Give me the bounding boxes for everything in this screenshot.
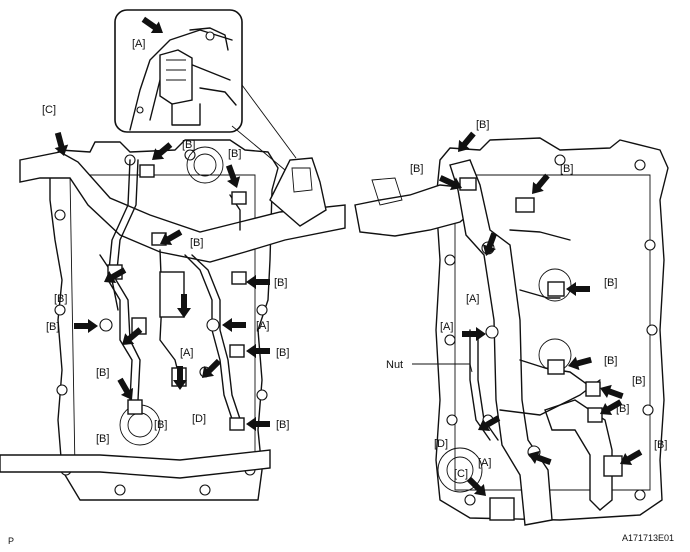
left-label-b10: [B] [96, 433, 109, 445]
right-label-b7: [B] [616, 403, 629, 415]
left-label-b6: [B] [46, 321, 59, 333]
left-label-b5: [B] [274, 277, 287, 289]
left-harness-main [19, 151, 346, 263]
left-label-b9: [B] [154, 419, 167, 431]
left-engine-view: [C] [B] [B] [B] [B] [B] [B] [A] [A] [B] … [0, 104, 346, 501]
right-label-nut: Nut [386, 359, 403, 371]
inset-label-a: [A] [132, 38, 145, 50]
inset-detail: [A] [114, 9, 297, 171]
right-label-c: [C] [454, 468, 468, 480]
left-label-b4: [B] [54, 293, 67, 305]
left-label-b7: [B] [96, 367, 109, 379]
right-label-b3: [B] [560, 163, 573, 175]
left-label-b11: [B] [276, 419, 289, 431]
left-lower-pipe [0, 449, 271, 479]
left-label-b8: [B] [276, 347, 289, 359]
left-label-b1: [B] [182, 139, 195, 151]
right-label-b2: [B] [410, 163, 423, 175]
left-label-a1: [A] [256, 320, 269, 332]
right-label-b6: [B] [632, 375, 645, 387]
page-letter: P [8, 536, 14, 546]
right-label-a2: [A] [440, 321, 453, 333]
right-engine-view: [B] [B] [B] [A] [B] [A] Nut [B] [B] [B] … [354, 119, 669, 526]
figure-id: A171713E01 [622, 533, 674, 543]
right-label-d: [D] [434, 438, 448, 450]
left-label-a2: [A] [180, 347, 193, 359]
right-label-a1: [A] [466, 293, 479, 305]
right-head-outline [435, 137, 669, 521]
left-label-d: [D] [192, 413, 206, 425]
left-head-outline [49, 139, 279, 501]
left-label-b3: [B] [190, 237, 203, 249]
right-label-a3: [A] [478, 457, 491, 469]
inset-connector [159, 49, 193, 105]
right-label-b8: [B] [654, 439, 667, 451]
left-label-b2: [B] [228, 148, 241, 160]
left-connector [139, 164, 155, 178]
right-harness-main [449, 159, 553, 526]
right-label-b4: [B] [604, 277, 617, 289]
right-label-b5: [B] [604, 355, 617, 367]
right-label-b1: [B] [476, 119, 489, 131]
left-label-c: [C] [42, 104, 56, 116]
